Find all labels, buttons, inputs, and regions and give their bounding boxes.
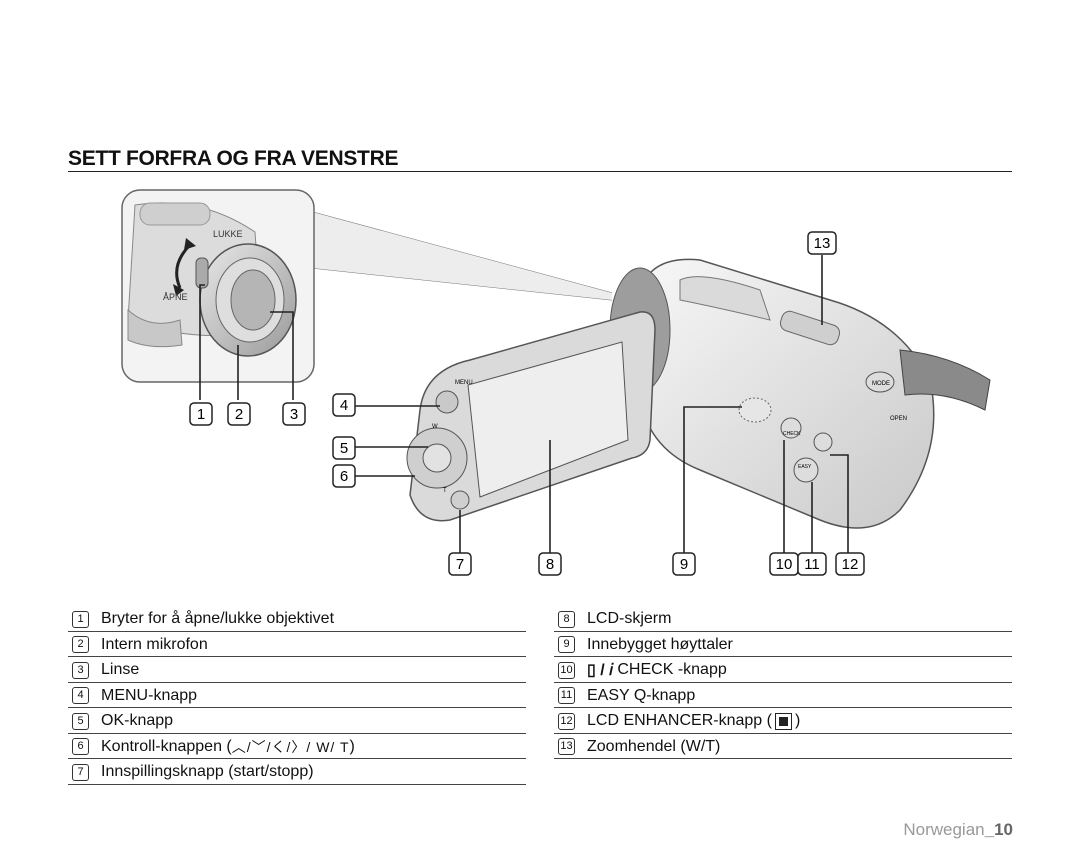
legend-left: 1 Bryter for å åpne/lukke objektivet 2 I… (68, 606, 526, 785)
legend-right: 8 LCD-skjerm 9 Innebygget høyttaler 10 ▯… (554, 606, 1012, 759)
legend-row-10: 10 ▯ / 𝑖 CHECK -knapp (554, 657, 1012, 683)
legend-text: Zoomhendel (W/T) (587, 737, 721, 755)
page-number: 10 (994, 820, 1013, 839)
page-footer: Norwegian_10 (903, 820, 1013, 839)
legend-number: 3 (72, 661, 89, 679)
page-title: SETT FORFRA OG FRA VENSTRE (68, 147, 399, 170)
camcorder: MODE OPEN CHECK EASY (609, 258, 991, 529)
callout-12: 12 (835, 552, 865, 576)
svg-text:3: 3 (290, 406, 298, 423)
legend-text: LCD ENHANCER-knapp ( (587, 712, 772, 730)
legend-number: 5 (72, 712, 89, 730)
svg-text:10: 10 (776, 556, 793, 573)
legend-number: 12 (558, 712, 575, 730)
svg-text:13: 13 (814, 235, 831, 252)
legend-number: 10 (558, 661, 575, 679)
svg-text:MODE: MODE (872, 381, 890, 387)
legend-text-suffix: ) (349, 737, 355, 755)
legend-text: LCD-skjerm (587, 610, 672, 628)
svg-text:8: 8 (546, 556, 554, 573)
legend-number: 13 (558, 738, 575, 756)
legend-number: 2 (72, 636, 89, 654)
close-label: LUKKE (213, 229, 243, 239)
camera-illustration: LUKKE ÅPNE MODE OPEN CHECK EASY MENU W T (121, 189, 991, 576)
callout-10: 10 (769, 552, 799, 576)
callout-9: 9 (672, 552, 696, 576)
svg-text:EASY: EASY (798, 464, 812, 470)
svg-text:T: T (443, 488, 447, 494)
legend-number: 1 (72, 610, 89, 628)
control-directions-icon: ︿/﹀/く/〉/ W/ T (231, 738, 350, 755)
callout-8: 8 (538, 552, 562, 576)
open-label: ÅPNE (163, 292, 188, 302)
legend-text: Kontroll-knappen ( (101, 737, 232, 755)
legend-number: 7 (72, 763, 89, 781)
legend-row-8: 8 LCD-skjerm (554, 606, 1012, 632)
legend-text: Innspillingsknapp (start/stopp) (101, 763, 314, 781)
callout-2: 2 (227, 402, 251, 426)
callout-4: 4 (332, 393, 356, 417)
svg-text:12: 12 (842, 556, 859, 573)
svg-text:11: 11 (804, 556, 820, 573)
callout-1: 1 (189, 402, 213, 426)
legend-text: Linse (101, 661, 140, 679)
legend-row-5: 5 OK-knapp (68, 708, 526, 734)
svg-text:OPEN: OPEN (890, 416, 907, 422)
lcd-panel: MENU W T (406, 311, 656, 522)
callout-7: 7 (448, 552, 472, 576)
legend-row-3: 3 Linse (68, 657, 526, 683)
legend-text: CHECK -knapp (617, 661, 727, 679)
legend-number: 6 (72, 738, 89, 756)
legend-number: 4 (72, 687, 89, 705)
legend-row-9: 9 Innebygget høyttaler (554, 632, 1012, 657)
legend-row-4: 4 MENU-knapp (68, 683, 526, 708)
callout-11: 11 (797, 552, 827, 576)
lcd-enhancer-icon (774, 712, 792, 730)
legend-text: MENU-knapp (101, 686, 198, 704)
legend-text-suffix: ) (794, 712, 801, 730)
callout-3: 3 (282, 402, 306, 426)
svg-text:MENU: MENU (455, 380, 473, 386)
legend-row-12: 12 LCD ENHANCER-knapp ( ) (554, 708, 1012, 734)
footer-language: Norwegian (903, 820, 985, 839)
legend-text: OK-knapp (101, 712, 174, 730)
svg-text:1: 1 (197, 406, 205, 423)
lens-inset: LUKKE ÅPNE (121, 189, 315, 383)
callout-5: 5 (332, 436, 356, 460)
callout-6: 6 (332, 464, 356, 488)
svg-text:4: 4 (340, 397, 348, 414)
legend-number: 9 (558, 636, 575, 654)
svg-text:2: 2 (235, 406, 243, 423)
legend-number: 11 (558, 687, 575, 705)
legend-text: Intern mikrofon (101, 635, 208, 653)
legend-row-1: 1 Bryter for å åpne/lukke objektivet (68, 606, 526, 632)
svg-text:CHECK: CHECK (783, 431, 801, 437)
svg-text:9: 9 (680, 556, 688, 573)
legend-row-2: 2 Intern mikrofon (68, 632, 526, 657)
svg-text:5: 5 (340, 440, 348, 457)
svg-text:6: 6 (340, 468, 348, 485)
svg-text:W: W (432, 424, 438, 430)
legend-row-7: 7 Innspillingsknapp (start/stopp) (68, 759, 526, 785)
callout-labels: 1 2 3 4 5 6 7 8 9 10 11 12 13 (189, 231, 865, 576)
display-check-icon: ▯ / 𝑖 (587, 662, 614, 680)
svg-text:7: 7 (456, 556, 464, 573)
legend-text: Bryter for å åpne/lukke objektivet (101, 610, 335, 628)
legend-row-6: 6 Kontroll-knappen ( ︿/﹀/く/〉/ W/ T ) (68, 734, 526, 759)
legend-row-13: 13 Zoomhendel (W/T) (554, 734, 1012, 759)
legend-row-11: 11 EASY Q-knapp (554, 683, 1012, 708)
callout-13: 13 (807, 231, 837, 255)
legend-number: 8 (558, 610, 575, 628)
title-divider (68, 171, 1012, 172)
legend-text: EASY Q-knapp (587, 686, 696, 704)
legend-text: Innebygget høyttaler (587, 635, 733, 653)
